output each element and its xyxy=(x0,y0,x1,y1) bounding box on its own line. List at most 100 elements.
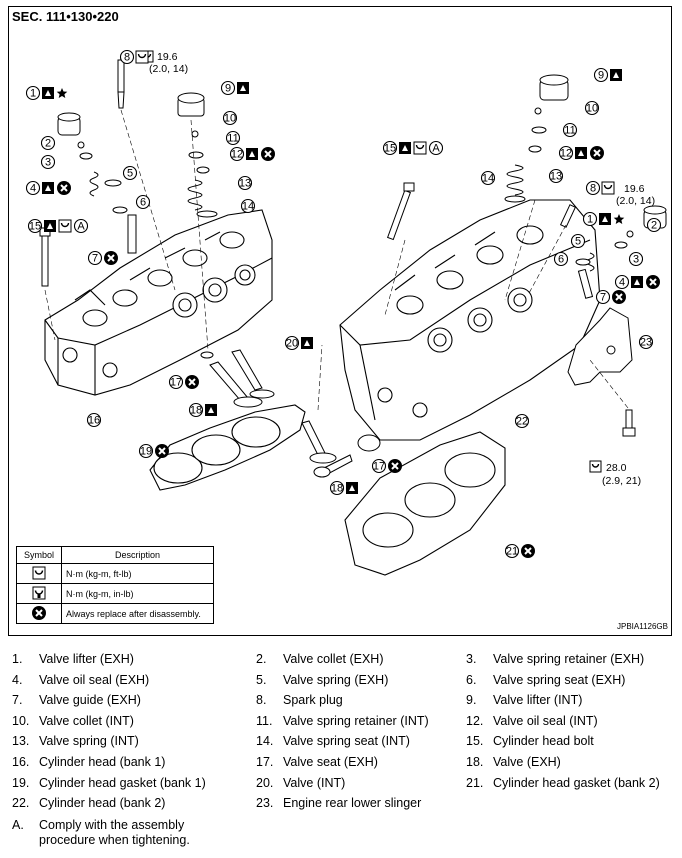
torque-alt-left: (2.0, 14) xyxy=(149,63,188,75)
callout-circle xyxy=(40,135,56,151)
legend-symbol-cell xyxy=(16,603,62,624)
torque-wrench-small-icon xyxy=(32,586,46,599)
callout-17: 17 xyxy=(371,458,402,474)
callout-number: 7 xyxy=(92,253,98,265)
callout-number: 10 xyxy=(586,103,598,115)
callout-circle xyxy=(646,217,662,233)
callout-circle xyxy=(548,168,564,184)
replace-x-icon xyxy=(104,251,118,265)
callout-circle xyxy=(240,198,256,214)
callout-number: 21 xyxy=(506,546,518,558)
callout-21: 21 xyxy=(504,543,535,559)
replace-x-icon xyxy=(590,146,604,160)
part-item: 7.Valve guide (EXH) xyxy=(12,693,256,707)
callout-circle xyxy=(585,180,601,196)
torque-value-slinger: 28.0 xyxy=(606,462,627,474)
callout-number: 6 xyxy=(140,197,146,209)
section-title: SEC. 111•130•220 xyxy=(12,9,119,24)
callout-number: 4 xyxy=(30,183,36,195)
left-leader-lines xyxy=(44,109,209,351)
cylinder-head-bank2 xyxy=(339,199,601,441)
part-name: Valve lifter (INT) xyxy=(493,693,583,708)
callout-number: 6 xyxy=(558,254,564,266)
torque-alt-slinger: (2.9, 21) xyxy=(602,475,641,487)
torque-alt-right: (2.0, 14) xyxy=(616,195,655,207)
figure-id: JPBIA1126GB xyxy=(617,622,668,631)
part-item: 15.Cylinder head bolt xyxy=(466,734,676,748)
callout-3: 3 xyxy=(40,154,56,170)
cylinder-head-gasket-bank2 xyxy=(344,431,506,576)
torque-wrench-icon xyxy=(413,141,427,155)
oil-can-icon xyxy=(575,147,587,159)
part-name: Valve spring seat (EXH) xyxy=(493,672,626,687)
right-leader-lines xyxy=(317,199,629,411)
part-number: 3. xyxy=(466,652,477,666)
replace-x-icon xyxy=(521,544,535,558)
star-icon xyxy=(56,88,68,98)
parts-row: 19.Cylinder head gasket (bank 1)20.Valve… xyxy=(12,776,678,797)
part-name: Spark plug xyxy=(283,693,343,708)
torque-label-slinger: 28.0 (2.9, 21) xyxy=(589,460,641,487)
callout-circle xyxy=(229,146,245,162)
callout-number: 14 xyxy=(242,201,254,213)
callout-19: 19 xyxy=(138,443,169,459)
callout-circle xyxy=(553,251,569,267)
callout-number: 16 xyxy=(88,415,100,427)
part-item: 6.Valve spring seat (EXH) xyxy=(466,673,676,687)
part-number: 10. xyxy=(12,713,30,728)
torque-label-spark-plug-right: 19.6 (2.0, 14) xyxy=(616,183,655,207)
part-number: 5. xyxy=(256,672,267,687)
torque-value-right: 19.6 xyxy=(624,183,645,195)
torque-wrench-icon xyxy=(58,219,72,233)
replace-x-icon xyxy=(261,147,275,161)
callout-number: 10 xyxy=(224,113,236,125)
callout-13: 13 xyxy=(237,175,253,191)
callout-9: 9 xyxy=(220,80,249,96)
replace-x-icon xyxy=(612,290,626,304)
part-name: Cylinder head (bank 1) xyxy=(39,754,166,769)
callout-number: 1 xyxy=(587,214,593,226)
part-item: 13.Valve spring (INT) xyxy=(12,734,256,748)
part-number: 23. xyxy=(256,796,274,811)
callout-circle xyxy=(582,211,598,227)
callout-circle xyxy=(220,80,236,96)
part-item: 22.Cylinder head (bank 2) xyxy=(12,796,256,810)
callout-1: 1 xyxy=(582,211,625,227)
callout-circle xyxy=(371,458,387,474)
part-number: 22. xyxy=(12,796,30,811)
part-item: 12.Valve oil seal (INT) xyxy=(466,714,676,728)
callout-number: 13 xyxy=(239,178,251,190)
callout-number: 11 xyxy=(564,125,575,137)
parts-row: 4.Valve oil seal (EXH)5.Valve spring (EX… xyxy=(12,673,678,694)
callout-1: 1 xyxy=(25,85,68,101)
torque-wrench-icon xyxy=(32,566,46,579)
part-number: 13. xyxy=(12,734,30,749)
oil-can-icon xyxy=(237,82,249,94)
oil-can-icon xyxy=(44,220,56,232)
part-item: 21.Cylinder head gasket (bank 2) xyxy=(466,776,676,790)
callout-20: 20 xyxy=(284,335,313,351)
callout-circle xyxy=(119,49,135,65)
callout-2: 2 xyxy=(646,217,662,233)
legend-symbol-cell xyxy=(16,563,62,584)
part-name: Valve oil seal (INT) xyxy=(493,713,598,728)
part-name: Valve guide (EXH) xyxy=(39,693,141,708)
callout-circle xyxy=(40,154,56,170)
callout-circle xyxy=(382,140,398,156)
exploded-view-diagram: 19.6 (2.0, 14) 19.6 (2.0, 14) 28.0 (2.9,… xyxy=(25,49,667,576)
callout-18: 18 xyxy=(329,480,358,496)
part-name: Valve lifter (EXH) xyxy=(39,652,134,666)
oil-can-icon xyxy=(399,142,411,154)
oil-can-icon xyxy=(301,337,313,349)
callout-22: 22 xyxy=(514,413,530,429)
legend-description-replace: Always replace after disassembly. xyxy=(61,603,214,624)
callout-circle xyxy=(122,165,138,181)
legend-symbol-cell xyxy=(16,583,62,604)
callout-7: 7 xyxy=(595,289,626,305)
parts-row: 16.Cylinder head (bank 1)17.Valve seat (… xyxy=(12,755,678,776)
note-label: A. xyxy=(12,818,24,832)
legend-header-symbol: Symbol xyxy=(16,546,62,564)
callout-10: 10 xyxy=(584,100,600,116)
